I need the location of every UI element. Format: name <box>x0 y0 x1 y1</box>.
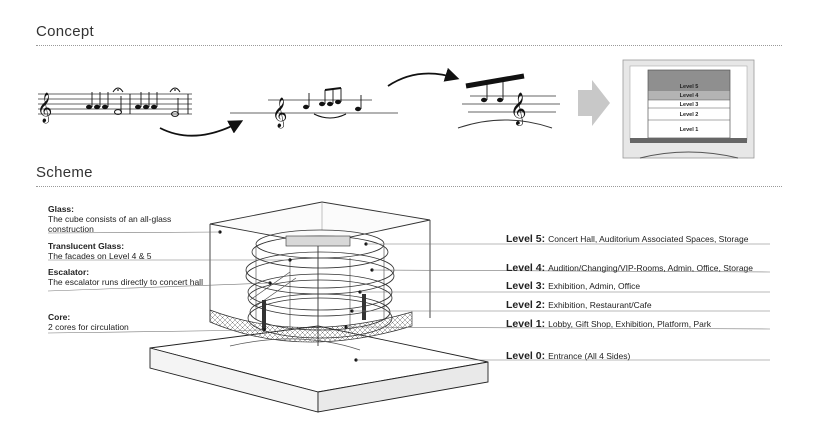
treble-clef-icon: 𝄞 <box>272 97 287 129</box>
music-staff-3: 𝄞 <box>457 73 560 129</box>
note-title: Glass: <box>48 204 74 214</box>
note-text: 2 cores for circulation <box>48 322 129 332</box>
level-desc: Audition/Changing/VIP-Rooms, Admin, Offi… <box>548 263 754 273</box>
level-desc: Entrance (All 4 Sides) <box>548 351 631 361</box>
level-2-label: Level 2:Exhibition, Restaurant/Cafe <box>506 299 652 311</box>
concept-heading: Concept <box>36 23 94 40</box>
note-translucent-glass: Translucent Glass: The facades on Level … <box>48 241 213 261</box>
level-4-label: Level 4:Audition/Changing/VIP-Rooms, Adm… <box>506 262 753 274</box>
level-desc: Concert Hall, Auditorium Associated Spac… <box>548 234 749 244</box>
transition-arrow-icon <box>578 80 610 126</box>
note-core: Core: 2 cores for circulation <box>48 312 213 332</box>
level-3-label: Level 3:Exhibition, Admin, Office <box>506 280 640 292</box>
stack-label-4: Level 4 <box>680 93 700 99</box>
level-5-label: Level 5:Concert Hall, Auditorium Associa… <box>506 233 748 245</box>
stack-label-1: Level 1 <box>680 127 699 133</box>
level-0-label: Level 0:Entrance (All 4 Sides) <box>506 350 630 362</box>
level-desc: Exhibition, Admin, Office <box>548 281 641 291</box>
note-title: Escalator: <box>48 267 90 277</box>
note-leader-lines <box>47 231 290 334</box>
note-text: The cube consists of an all-glass constr… <box>48 214 172 234</box>
level-leader-lines <box>345 243 771 361</box>
concept-divider <box>36 45 782 46</box>
note-title: Translucent Glass: <box>48 241 125 251</box>
level-stack-illustration: Level 5 Level 4 Level 3 Level 2 Level 1 <box>622 59 755 159</box>
treble-clef-icon: 𝄞 <box>510 92 527 126</box>
level-desc: Exhibition, Restaurant/Cafe <box>548 300 652 310</box>
arrow-2 <box>387 67 460 87</box>
level-name: Level 2: <box>506 299 546 311</box>
note-text: The escalator runs directly to concert h… <box>48 277 203 287</box>
level-name: Level 5: <box>506 233 546 245</box>
arrow-1 <box>159 120 244 137</box>
note-text: The facades on Level 4 & 5 <box>48 251 152 261</box>
stack-label-2: Level 2 <box>680 112 699 118</box>
level-name: Level 4: <box>506 262 546 274</box>
level-1-label: Level 1:Lobby, Gift Shop, Exhibition, Pl… <box>506 318 711 330</box>
music-staff-1: 𝄞 <box>37 87 192 124</box>
level-name: Level 3: <box>506 280 546 292</box>
stack-label-3: Level 3 <box>680 102 699 108</box>
note-title: Core: <box>48 312 71 322</box>
treble-clef-icon: 𝄞 <box>37 92 52 124</box>
scheme-heading: Scheme <box>36 164 93 181</box>
music-staff-2: 𝄞 <box>230 87 398 129</box>
note-escalator: Escalator: The escalator runs directly t… <box>48 267 213 287</box>
note-glass: Glass: The cube consists of an all-glass… <box>48 204 213 234</box>
level-name: Level 0: <box>506 350 546 362</box>
level-name: Level 1: <box>506 318 546 330</box>
stack-label-5: Level 5 <box>680 84 699 90</box>
level-desc: Lobby, Gift Shop, Exhibition, Platform, … <box>548 319 711 329</box>
scheme-divider <box>36 186 782 187</box>
